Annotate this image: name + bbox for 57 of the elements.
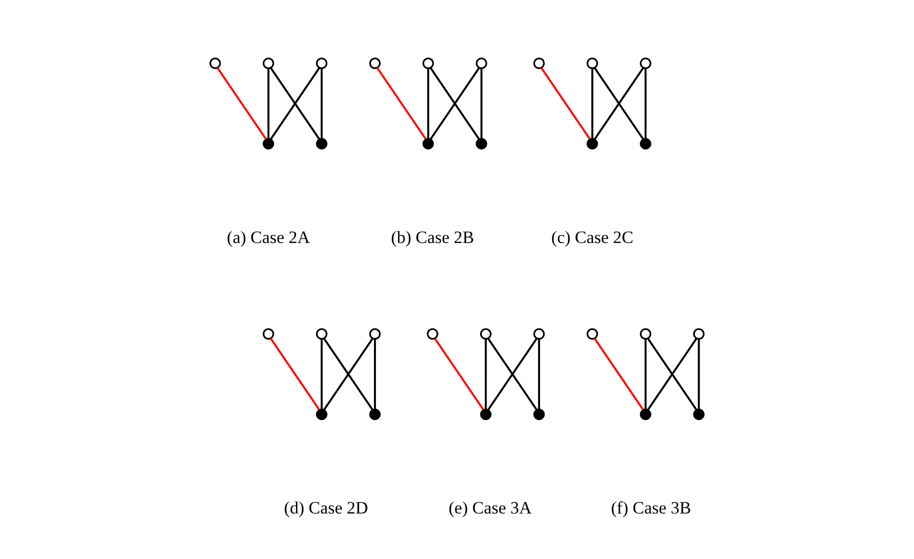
node-circle: [640, 408, 652, 420]
node-circle: [640, 58, 652, 70]
label: (d) Case 2D: [284, 498, 368, 518]
connector: [644, 68, 647, 139]
node-circle: [426, 328, 438, 340]
node-circle: [480, 408, 492, 420]
node-circle: [480, 328, 492, 340]
node-circle: [209, 58, 221, 70]
node-circle: [640, 138, 652, 150]
node-circle: [693, 408, 705, 420]
node-circle: [422, 138, 434, 150]
node-circle: [640, 328, 652, 340]
connector: [320, 68, 323, 139]
connector: [267, 68, 270, 139]
connector: [320, 339, 323, 410]
node-circle: [316, 58, 328, 70]
connector: [698, 339, 700, 410]
node-circle: [316, 328, 328, 340]
node-circle: [586, 138, 598, 150]
connector: [540, 67, 591, 140]
node-circle: [422, 58, 434, 70]
connector: [376, 67, 427, 140]
node-circle: [476, 138, 488, 150]
node-circle: [316, 408, 328, 420]
label: (f) Case 3B: [610, 498, 692, 518]
connector: [591, 68, 594, 139]
node-circle: [369, 408, 381, 420]
node-circle: [369, 328, 381, 340]
connector: [430, 67, 480, 140]
connector: [374, 339, 376, 410]
node-circle: [262, 328, 274, 340]
node-circle: [262, 138, 274, 150]
node-circle: [586, 328, 598, 340]
connector: [323, 338, 374, 410]
node-circle: [693, 328, 705, 340]
label: (a) Case 2A: [226, 228, 310, 247]
node-circle: [316, 138, 328, 150]
connector: [434, 338, 484, 410]
connector: [538, 339, 540, 410]
label: (c) Case 2C: [551, 228, 634, 247]
connector: [427, 68, 430, 139]
node-circle: [586, 58, 598, 70]
label: (b) Case 2B: [391, 228, 474, 247]
label: (e) Case 3A: [448, 498, 532, 518]
connector: [216, 67, 267, 140]
node-circle: [262, 58, 274, 70]
node-circle: [369, 58, 381, 70]
node-circle: [533, 328, 545, 340]
node-circle: [476, 58, 488, 70]
connector: [594, 338, 644, 410]
connector: [270, 338, 320, 410]
connector: [647, 338, 698, 410]
connector: [480, 68, 482, 139]
node-circle: [533, 408, 545, 420]
node-circle: [533, 58, 545, 70]
connector: [484, 339, 487, 410]
connector: [644, 339, 647, 410]
